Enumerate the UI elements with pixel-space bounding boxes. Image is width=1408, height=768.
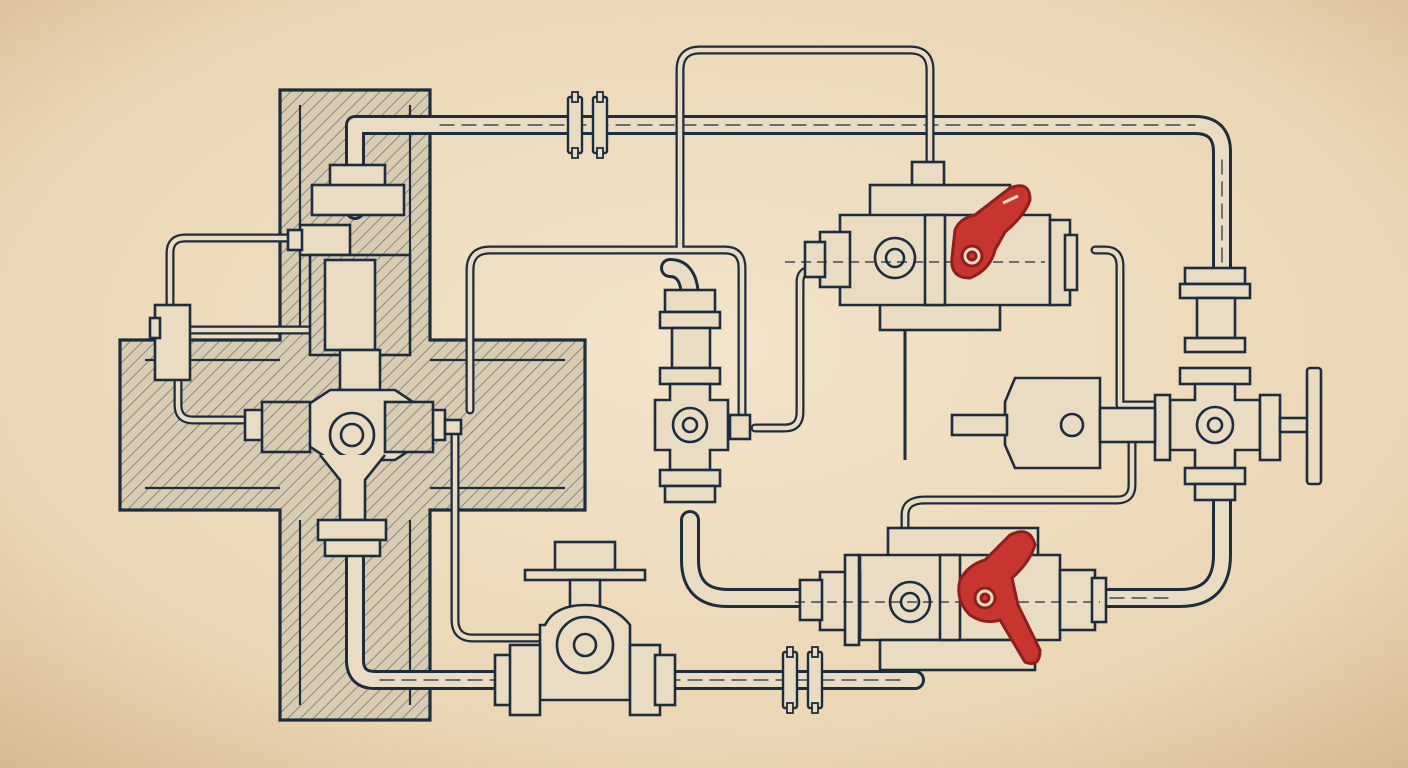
valve-handle-icon[interactable] <box>957 530 1042 665</box>
pipe-flange <box>566 90 584 160</box>
valve-handle-icon[interactable] <box>950 184 1032 280</box>
pipe-flange <box>806 645 824 715</box>
pipe-flange <box>591 90 609 160</box>
right-valve-assembly <box>1098 266 1312 502</box>
actuator-assembly <box>148 163 463 558</box>
center-valve-assembly <box>653 288 752 504</box>
side-actuator <box>950 376 1102 470</box>
gate-valve <box>493 540 677 717</box>
handwheel-icon[interactable] <box>1305 366 1323 486</box>
pipe-flange <box>781 645 799 715</box>
